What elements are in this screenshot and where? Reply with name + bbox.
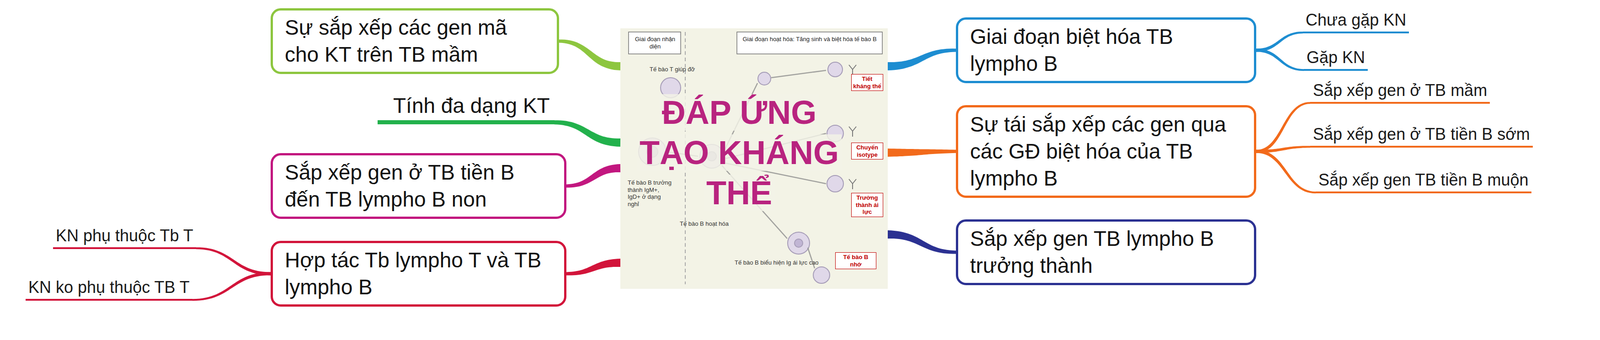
subtopic-text: Sắp xếp gen ở TB tiền B sớm (1310, 124, 1533, 148)
branch-connector (887, 230, 956, 254)
subtopic-text: KN phụ thuộc Tb T (53, 225, 197, 250)
node-text: Gặp KN (1306, 47, 1366, 68)
branch-connector (554, 120, 621, 147)
illustration-label: Giai đoạn nhận diện (632, 34, 678, 51)
branch-box: Sự tái sắp xếp các gen qua các GĐ biệt h… (955, 105, 1257, 198)
node-text: Tính đa dạng KT (393, 93, 550, 119)
illustration-label: Tế bào B biểu hiện Ig ái lực cao (734, 259, 827, 267)
node-text: Sắp xếp gen ở TB mầm (1312, 80, 1488, 101)
illustration-label: Tế bào B nhớ (835, 252, 877, 270)
node-text: Sắp xếp gen ở TB tiền B đến TB lympho B … (284, 159, 553, 214)
subtopic-text: KN ko phụ thuộc TB T (25, 277, 193, 301)
branch-connector (1256, 101, 1311, 154)
illustration-label: Trưởng thành ái lực (851, 192, 884, 218)
central-title: ĐÁP ỨNG TẠO KHÁNG THỂ (636, 94, 842, 212)
branch-connector (1256, 48, 1304, 71)
branch-connector (559, 39, 621, 71)
central-topic: ĐÁP ỨNG TẠO KHÁNG THỂ Giai đoạn nhận diện… (620, 28, 888, 289)
illustration-label: Chuyển isotype (851, 142, 884, 160)
node-text: Sự tái sắp xếp các gen qua các GĐ biệt h… (970, 111, 1243, 192)
branch-connector (1256, 31, 1303, 52)
branch-box: Sắp xếp gen TB lympho B trưởng thành (955, 219, 1257, 286)
branch-connector (566, 258, 621, 276)
branch-connector (887, 148, 956, 157)
phase-panel (736, 32, 883, 54)
branch-connector (192, 272, 271, 301)
branch-connector (566, 164, 621, 188)
node-text: Hợp tác Tb lympho T và TB lympho B (284, 246, 553, 301)
node-text: Sắp xếp gen ở TB tiền B sớm (1312, 124, 1531, 144)
branch-connector (196, 247, 271, 276)
title-block: ĐÁP ỨNG TẠO KHÁNG THỂ (629, 92, 849, 214)
subtopic-text: Sắp xếp gen TB tiền B muộn (1315, 170, 1532, 194)
node-text: Sắp xếp gen TB lympho B trưởng thành (970, 225, 1243, 280)
illustration-label: Giai đoạn hoạt hóa: Tăng sinh và biệt hó… (740, 34, 880, 44)
branch-topic: Tính đa dạng KT (377, 93, 555, 125)
subtopic-text: Gặp KN (1303, 47, 1368, 71)
illustration-label: Tiết kháng thể (851, 74, 884, 91)
illustration-label: Tế bào T giúp đỡ (649, 65, 705, 74)
branch-box: Sắp xếp gen ở TB tiền B đến TB lympho B … (270, 153, 567, 219)
node-text: Sắp xếp gen TB tiền B muộn (1318, 170, 1529, 190)
node-text: KN ko phụ thuộc TB T (28, 277, 190, 298)
node-text: Chưa gặp KN (1305, 10, 1407, 30)
illustration-label: Tế bào B trưởng thành IgM+, IgD+ ở dạng … (627, 179, 674, 208)
branch-box: Giai đoạn biệt hóa TB lympho B (955, 17, 1257, 84)
branch-box: Hợp tác Tb lympho T và TB lympho B (270, 240, 567, 307)
illustration-label: Tế bào B hoạt hóa (679, 220, 731, 228)
branch-connector (887, 48, 956, 71)
node-text: Sự sắp xếp các gen mã cho KT trên TB mầm (284, 14, 545, 69)
phase-panel (628, 32, 681, 54)
branch-box: Sự sắp xếp các gen mã cho KT trên TB mầm (270, 8, 560, 75)
node-text: Giai đoạn biệt hóa TB lympho B (970, 23, 1243, 78)
subtopic-text: Sắp xếp gen ở TB mầm (1310, 80, 1490, 104)
illustration-ground (620, 28, 888, 289)
node-text: KN phụ thuộc Tb T (55, 225, 194, 246)
branch-connector (1256, 149, 1316, 194)
subtopic-text: Chưa gặp KN (1302, 10, 1409, 34)
